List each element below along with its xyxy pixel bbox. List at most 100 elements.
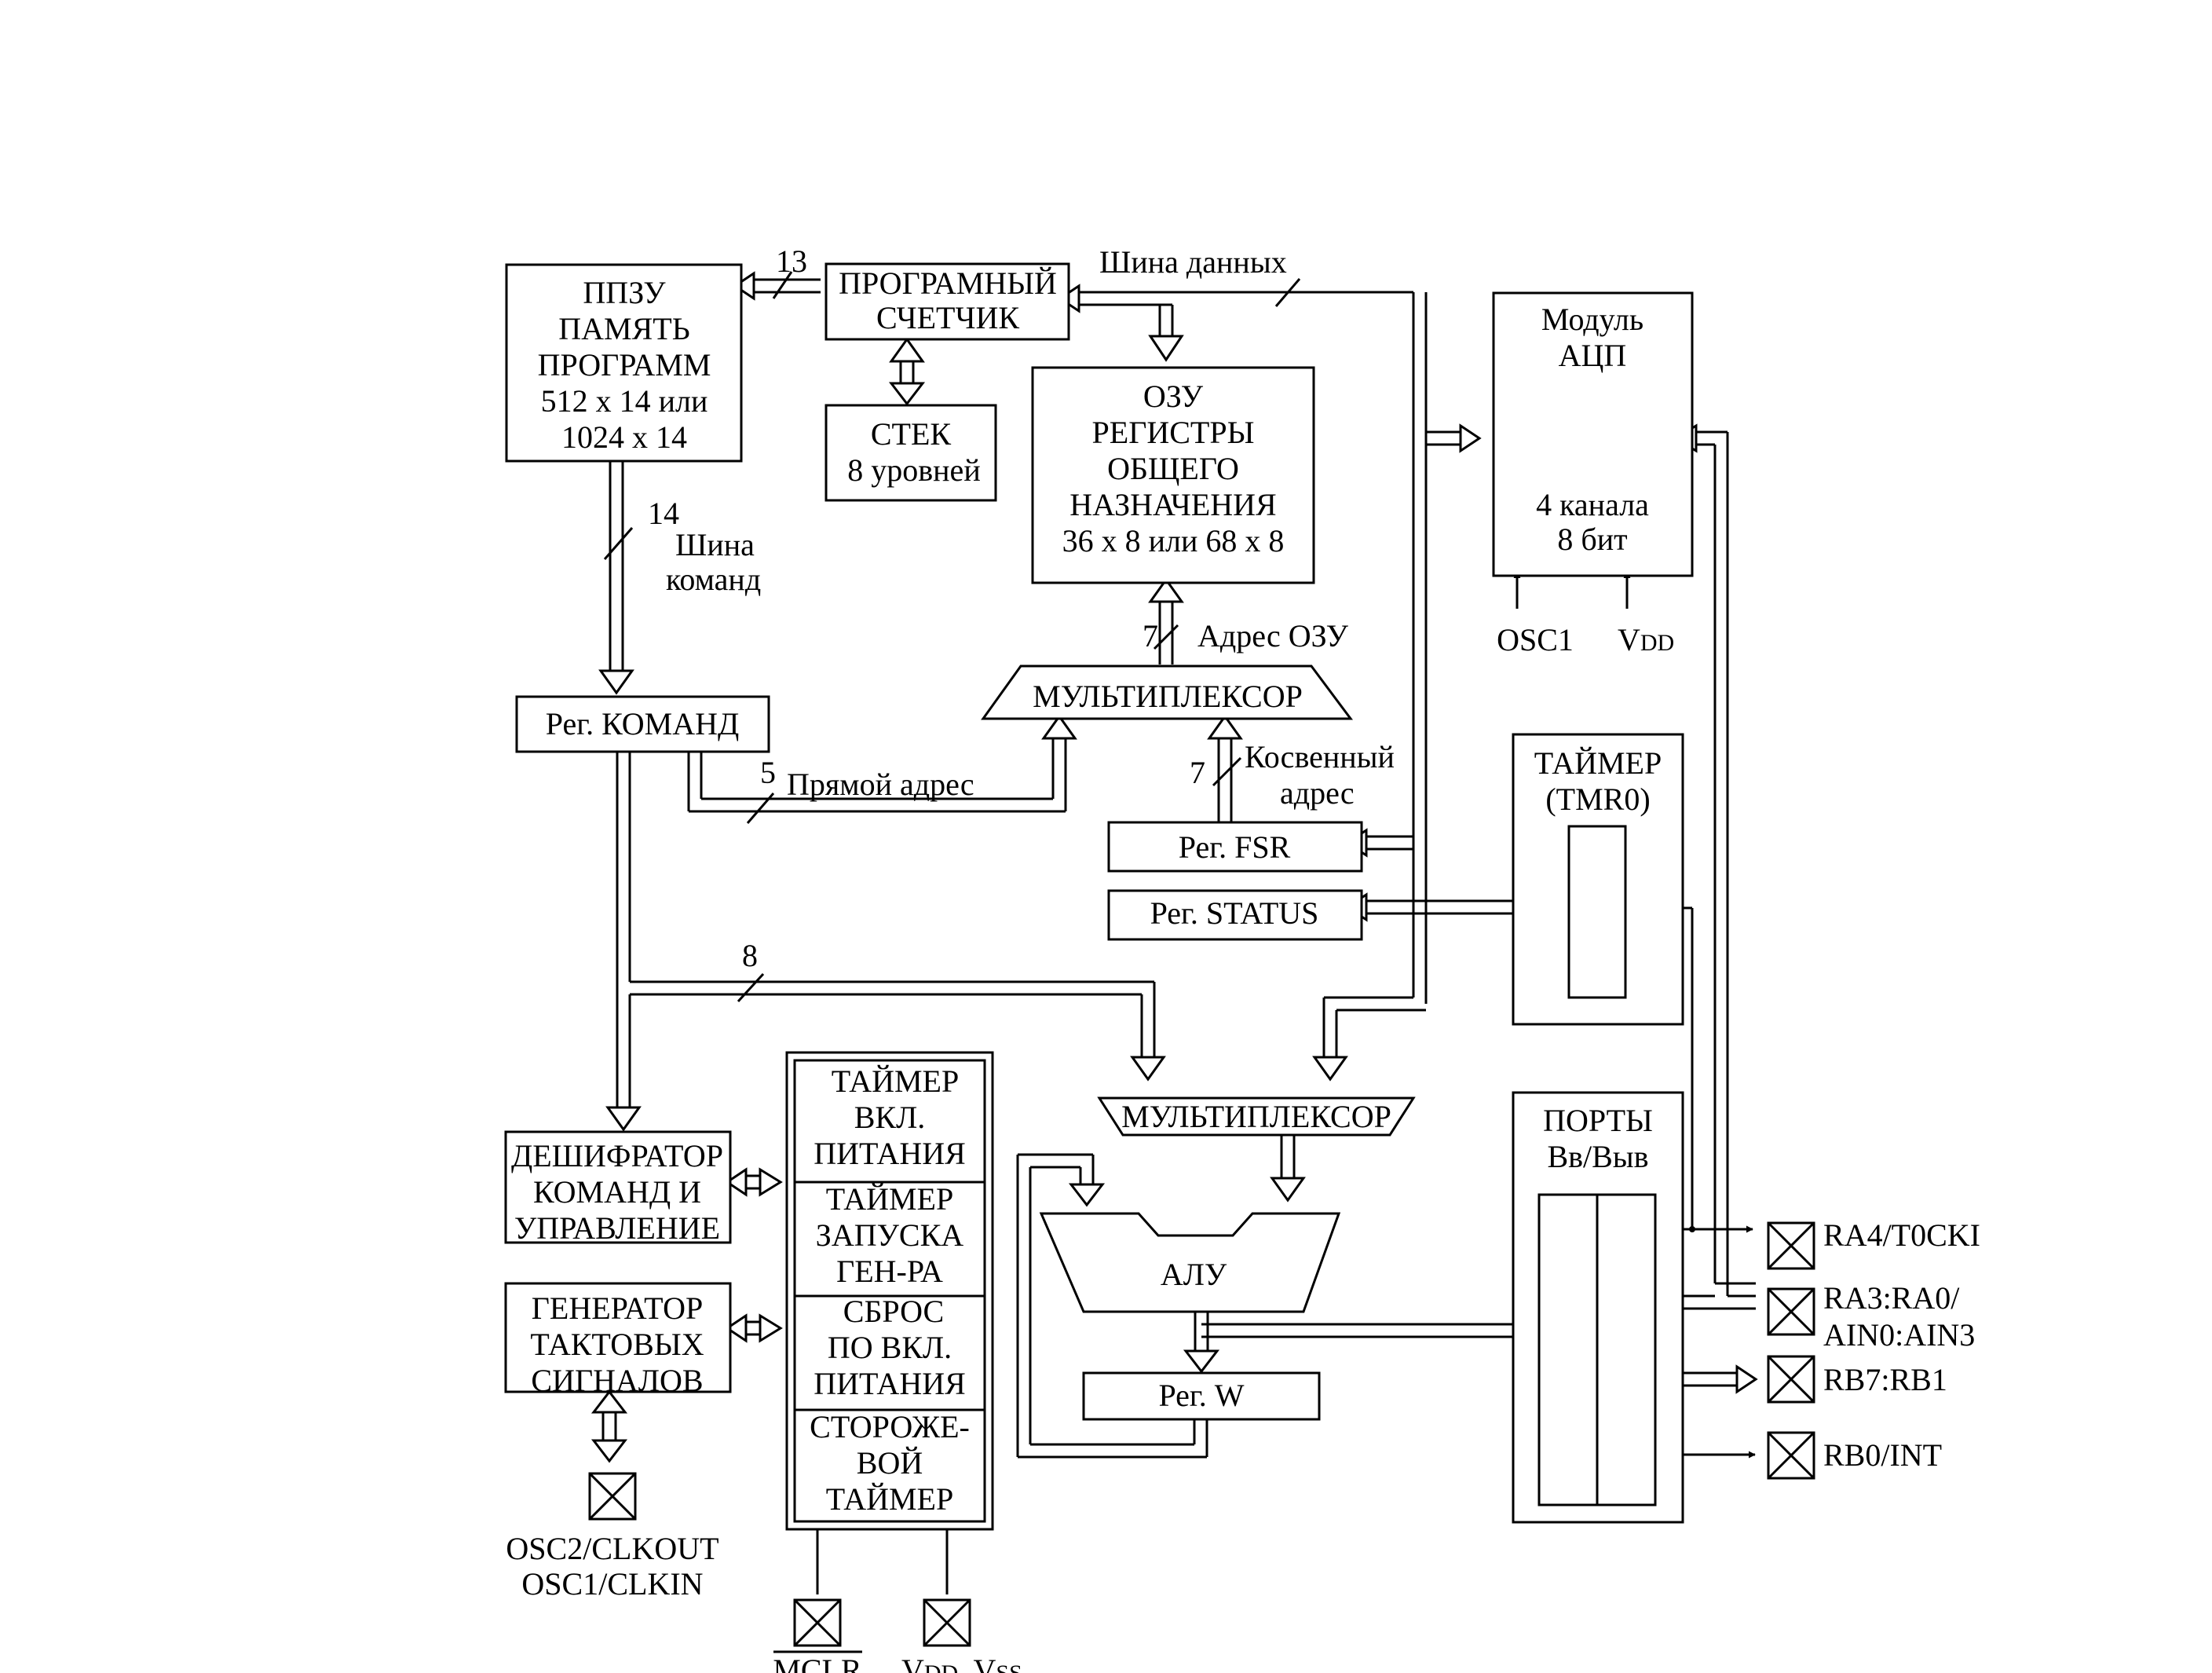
timer-power-line-3: ПИТАНИЯ xyxy=(814,1136,966,1171)
rom-line-2: ПАМЯТЬ xyxy=(558,311,689,346)
timer-power-line-2: ВКЛ. xyxy=(854,1100,926,1135)
fsr-label: Рег. FSR xyxy=(1179,829,1291,865)
timer0-line-2: (TMR0) xyxy=(1545,782,1650,817)
direct-addr-label: Прямой адрес xyxy=(787,767,974,802)
timer-power-line-1: ТАЙМЕР xyxy=(832,1063,959,1099)
ram-line-3: ОБЩЕГО xyxy=(1107,451,1239,486)
literal-bus: 8 xyxy=(605,750,1166,1132)
pin-ra3-ra0: RA3:RA0/ AIN0:AIN3 xyxy=(1767,1280,1975,1353)
adc-osc1-pin-label: OSC1 xyxy=(1497,622,1574,657)
adc-line-1: Модуль xyxy=(1541,302,1643,337)
w-register-block: Рег. W xyxy=(1082,1371,1321,1421)
wdt-line-3: ТАЙМЕР xyxy=(826,1481,953,1517)
decoder-line-3: УПРАВЛЕНИЕ xyxy=(514,1210,720,1246)
ram-address-bus: 7 Адрес ОЗУ xyxy=(1143,577,1349,664)
ports-line-1: ПОРТЫ xyxy=(1543,1103,1653,1138)
por-line-2: ПО ВКЛ. xyxy=(828,1330,952,1365)
por-line-1: СБРОС xyxy=(843,1294,944,1329)
clockgen-reset-bus xyxy=(725,1313,783,1343)
literal-width-label: 8 xyxy=(742,938,758,973)
indirect-address-bus: 7 Косвенный адрес xyxy=(1190,714,1395,823)
indirect-addr-label-2: адрес xyxy=(1280,775,1355,811)
wdt-line-2: ВОЙ xyxy=(857,1445,923,1481)
stack-block: СТЕК 8 уровней xyxy=(824,404,997,502)
mux-to-alu-bus xyxy=(1270,1135,1306,1203)
ram-addr-label: Адрес ОЗУ xyxy=(1197,618,1349,653)
instr-width-label: 14 xyxy=(648,496,679,531)
direct-address-bus: 5 Прямой адрес xyxy=(687,714,1077,824)
instruction-bus: 14 Шина команд xyxy=(598,459,761,695)
por-line-3: ПИТАНИЯ xyxy=(814,1366,966,1401)
instr-bus-label-2: команд xyxy=(666,562,761,597)
clockgen-line-1: ГЕНЕРАТОР xyxy=(532,1290,703,1326)
pc-line-2: СЧЕТЧИК xyxy=(876,300,1019,335)
rb7-pin-label: RB7:RB1 xyxy=(1823,1362,1947,1397)
rom-line-4: 512 х 14 или xyxy=(541,383,708,419)
adc-analog-bus xyxy=(1673,423,1756,1298)
clock-generator-block: ГЕНЕРАТОР ТАКТОВЫХ СИГНАЛОВ xyxy=(504,1282,732,1398)
ra3-pin-label-2: AIN0:AIN3 xyxy=(1823,1317,1975,1353)
pin-rb7-rb1: RB7:RB1 xyxy=(1767,1355,1947,1404)
io-ports-block: ПОРТЫ Вв/Выв xyxy=(1512,1091,1684,1524)
program-counter-block: ПРОГРАМНЫЙ СЧЕТЧИК xyxy=(824,262,1070,341)
timer0-line-1: ТАЙМЕР xyxy=(1534,745,1662,781)
pin-mclr: MCLR xyxy=(773,1598,862,1673)
ram-line-2: РЕГИСТРЫ xyxy=(1092,415,1255,450)
adc-vdd-pin-label: VDD xyxy=(1618,622,1674,657)
fsr-register-block: Рег. FSR xyxy=(1107,821,1363,873)
osc-pin-label-2: OSC1/CLKIN xyxy=(521,1566,703,1602)
ports-line-2: Вв/Выв xyxy=(1547,1139,1648,1174)
pc-width-label: 13 xyxy=(776,243,807,279)
ram-block: ОЗУ РЕГИСТРЫ ОБЩЕГО НАЗНАЧЕНИЯ 36 х 8 ил… xyxy=(1031,366,1315,584)
pc-stack-bus xyxy=(888,337,926,406)
rom-line-5: 1024 х 14 xyxy=(561,419,687,455)
osc-pin-label-1: OSC2/CLKOUT xyxy=(506,1531,718,1566)
timer0-block: ТАЙМЕР (TMR0) xyxy=(1512,733,1684,1026)
ram-addr-width-label: 7 xyxy=(1143,618,1158,653)
pin-ra4: RA4/T0CKI xyxy=(1767,1217,1980,1270)
rb0-pin-label: RB0/INT xyxy=(1823,1437,1942,1473)
direct-width-label: 5 xyxy=(760,755,776,790)
ram-line-5: 36 х 8 или 68 х 8 xyxy=(1062,523,1285,558)
decoder-line-2: КОМАНД И xyxy=(533,1174,701,1210)
rom-line-3: ПРОГРАММ xyxy=(538,347,711,383)
instruction-decoder-block: ДЕШИФРАТОР КОМАНД И УПРАВЛЕНИЕ xyxy=(504,1130,732,1246)
stack-line-1: СТЕК xyxy=(871,416,952,452)
indirect-addr-label-1: Косвенный xyxy=(1245,739,1395,774)
timer-osc-line-2: ЗАПУСКА xyxy=(816,1217,963,1253)
ir-label: Рег. КОМАНД xyxy=(546,706,740,741)
w-feedback-bus xyxy=(1016,1153,1208,1459)
alu-label: АЛУ xyxy=(1161,1257,1227,1292)
ra4-pin-label: RA4/T0CKI xyxy=(1823,1217,1980,1253)
ram-line-4: НАЗНАЧЕНИЯ xyxy=(1069,487,1276,522)
mux2-label: МУЛЬТИПЛЕКСОР xyxy=(1121,1099,1391,1134)
ra3-pin-label-1: RA3:RA0/ xyxy=(1823,1280,1960,1316)
status-register-block: Рег. STATUS xyxy=(1107,889,1363,941)
decoder-line-1: ДЕШИФРАТОР xyxy=(511,1138,723,1173)
ram-line-1: ОЗУ xyxy=(1143,379,1204,414)
clockgen-line-3: СИГНАЛОВ xyxy=(531,1363,703,1398)
w-label: Рег. W xyxy=(1158,1378,1244,1413)
stack-line-2: 8 уровней xyxy=(847,452,980,488)
reset-timers-block: ТАЙМЕР ВКЛ. ПИТАНИЯ ТАЙМЕР ЗАПУСКА ГЕН-Р… xyxy=(785,1051,994,1531)
address-multiplexer: МУЛЬТИПЛЕКСОР xyxy=(981,664,1353,720)
clock-pin-bus xyxy=(590,1389,628,1463)
status-label: Рег. STATUS xyxy=(1150,895,1319,931)
mclr-pin-label: MCLR xyxy=(773,1653,862,1673)
pc-to-rom-bus: 13 xyxy=(733,243,821,301)
instruction-register-block: Рег. КОМАНД xyxy=(515,695,770,753)
mux1-label: МУЛЬТИПЛЕКСОР xyxy=(1033,679,1303,714)
rom-line-1: ППЗУ xyxy=(583,275,666,310)
clockgen-line-2: ТАКТОВЫХ xyxy=(530,1327,704,1362)
alu-block: АЛУ xyxy=(1039,1212,1341,1313)
indirect-width-label: 7 xyxy=(1190,755,1205,790)
program-memory-block: ППЗУ ПАМЯТЬ ПРОГРАММ 512 х 14 или 1024 х… xyxy=(505,263,743,463)
pc-line-1: ПРОГРАМНЫЙ xyxy=(839,265,1057,301)
timer-osc-line-1: ТАЙМЕР xyxy=(826,1181,953,1217)
vdd-vss-pin-label: VDD, VSS xyxy=(901,1653,1022,1673)
pin-osc: OSC2/CLKOUT OSC1/CLKIN xyxy=(506,1472,719,1602)
wdt-line-1: СТОРОЖЕ- xyxy=(810,1409,970,1444)
data-bus xyxy=(1079,291,1537,1345)
timer-osc-line-3: ГЕН-РА xyxy=(836,1254,943,1289)
